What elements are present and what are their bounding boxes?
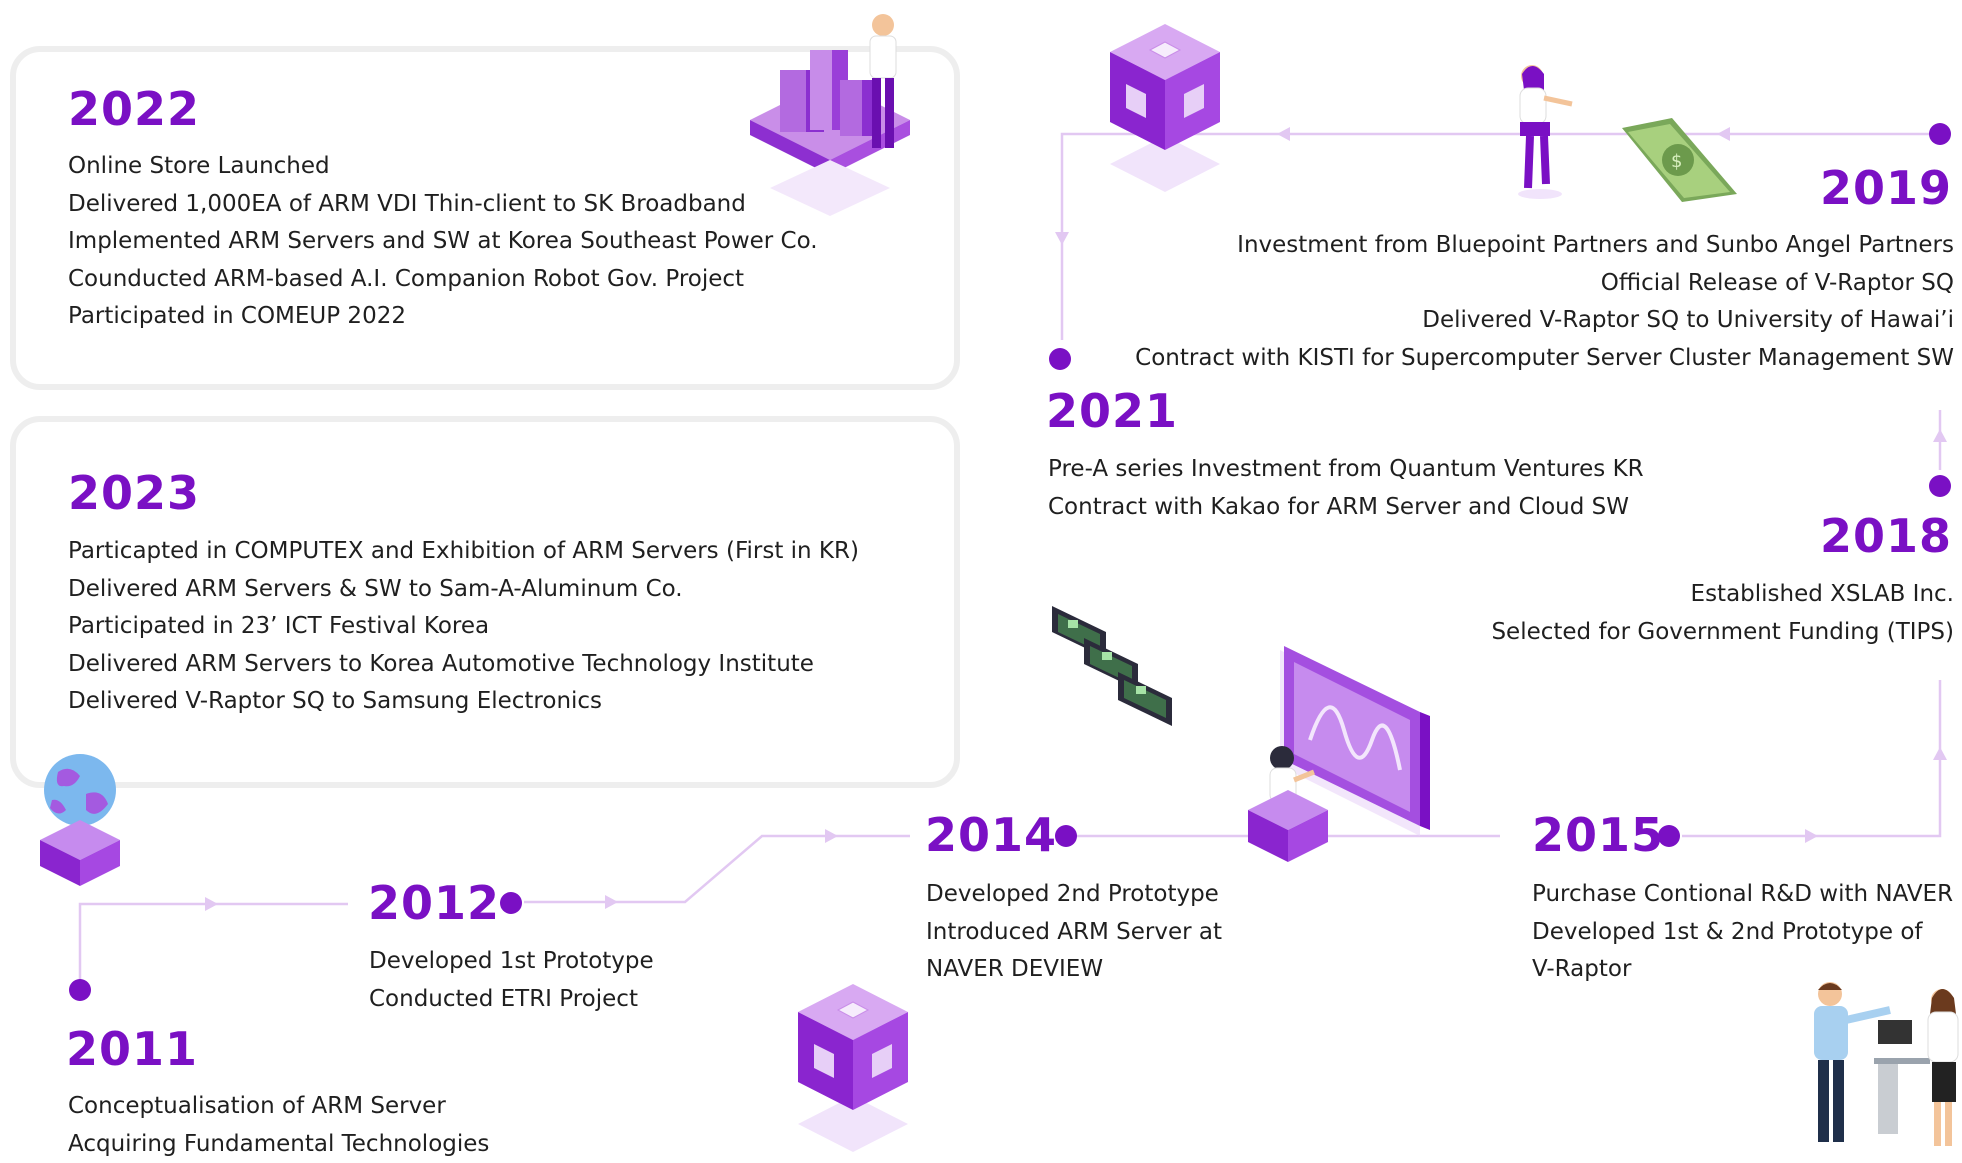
list-item: Conceptualisation of ARM Server xyxy=(68,1088,489,1126)
dot-2018 xyxy=(1929,475,1951,497)
list-item: Counducted ARM-based A.I. Companion Robo… xyxy=(68,261,818,299)
arrow-right-icon xyxy=(1805,829,1818,843)
items-2012: Developed 1st Prototype Conducted ETRI P… xyxy=(369,943,654,1018)
list-item: Implemented ARM Servers and SW at Korea … xyxy=(68,223,818,261)
city-buildings-illustration xyxy=(740,10,920,220)
arrow-left-icon xyxy=(1277,127,1290,141)
items-2011: Conceptualisation of ARM Server Acquirin… xyxy=(68,1088,489,1163)
connector-2012-2014 xyxy=(524,836,910,902)
woman-illustration xyxy=(1500,60,1590,200)
dot-2012 xyxy=(500,892,522,914)
items-2023: Particapted in COMPUTEX and Exhibition o… xyxy=(68,533,859,721)
connector-2011-2012 xyxy=(80,904,348,988)
arrow-up-icon xyxy=(1933,429,1947,442)
list-item: Online Store Launched xyxy=(68,148,818,186)
items-2019: Investment from Bluepoint Partners and S… xyxy=(1135,227,1954,377)
connector-2015-2018 xyxy=(1682,680,1940,836)
list-item: Contract with KISTI for Supercomputer Se… xyxy=(1135,340,1954,378)
dot-2021 xyxy=(1049,348,1071,370)
list-item: Developed 1st & 2nd Prototype of xyxy=(1532,914,1953,952)
money-bill-icon: $ xyxy=(1612,114,1742,204)
list-item: Participated in COMEUP 2022 xyxy=(68,298,818,336)
list-item: Delivered ARM Servers & SW to Sam-A-Alum… xyxy=(68,571,859,609)
list-item: NAVER DEVIEW xyxy=(926,951,1222,989)
dot-2011 xyxy=(69,979,91,1001)
list-item: Established XSLAB Inc. xyxy=(1491,576,1954,614)
list-item: Delivered V-Raptor SQ to University of H… xyxy=(1135,302,1954,340)
arrow-up-icon xyxy=(1933,747,1947,760)
list-item: Particapted in COMPUTEX and Exhibition o… xyxy=(68,533,859,571)
list-item: Pre-A series Investment from Quantum Ven… xyxy=(1048,451,1644,489)
year-2011: 2011 xyxy=(66,1026,198,1072)
arrow-right-icon xyxy=(605,895,618,909)
list-item: Delivered V-Raptor SQ to Samsung Electro… xyxy=(68,683,859,721)
list-item: Developed 1st Prototype xyxy=(369,943,654,981)
year-2023: 2023 xyxy=(68,470,200,516)
list-item: Participated in 23’ ICT Festival Korea xyxy=(68,608,859,646)
items-2015: Purchase Contional R&D with NAVER Develo… xyxy=(1532,876,1953,989)
list-item: Acquiring Fundamental Technologies xyxy=(68,1126,489,1163)
items-2018: Established XSLAB Inc. Selected for Gove… xyxy=(1491,576,1954,651)
list-item: Contract with Kakao for ARM Server and C… xyxy=(1048,489,1644,527)
list-item: Delivered 1,000EA of ARM VDI Thin-client… xyxy=(68,186,818,224)
list-item: Delivered ARM Servers to Korea Automotiv… xyxy=(68,646,859,684)
arrow-right-icon xyxy=(205,897,218,911)
cube-icon xyxy=(1100,14,1230,204)
arrow-right-icon xyxy=(825,829,838,843)
list-item: Purchase Contional R&D with NAVER xyxy=(1532,876,1953,914)
list-item: Developed 2nd Prototype xyxy=(926,876,1222,914)
year-2015: 2015 xyxy=(1532,812,1664,858)
cube-icon xyxy=(788,974,918,1160)
presentation-screen-illustration xyxy=(1240,640,1480,870)
year-2021: 2021 xyxy=(1046,388,1178,434)
year-2019: 2019 xyxy=(1820,165,1952,211)
year-2014: 2014 xyxy=(925,812,1057,858)
list-item: Investment from Bluepoint Partners and S… xyxy=(1135,227,1954,265)
arrow-down-icon xyxy=(1055,232,1069,245)
items-2021: Pre-A series Investment from Quantum Ven… xyxy=(1048,451,1644,526)
list-item: Conducted ETRI Project xyxy=(369,981,654,1019)
year-2022: 2022 xyxy=(68,86,200,132)
dot-2014 xyxy=(1055,825,1077,847)
items-2014: Developed 2nd Prototype Introduced ARM S… xyxy=(926,876,1222,989)
dot-2019 xyxy=(1929,123,1951,145)
list-item: Official Release of V-Raptor SQ xyxy=(1135,265,1954,303)
year-2018: 2018 xyxy=(1820,513,1952,559)
items-2022: Online Store Launched Delivered 1,000EA … xyxy=(68,148,818,336)
svg-text:$: $ xyxy=(1671,151,1682,172)
year-2012: 2012 xyxy=(368,880,500,926)
server-board-illustration xyxy=(1048,602,1178,732)
globe-icon xyxy=(30,748,130,888)
list-item: Selected for Government Funding (TIPS) xyxy=(1491,614,1954,652)
team-computer-illustration xyxy=(1792,980,1962,1156)
list-item: Introduced ARM Server at xyxy=(926,914,1222,952)
